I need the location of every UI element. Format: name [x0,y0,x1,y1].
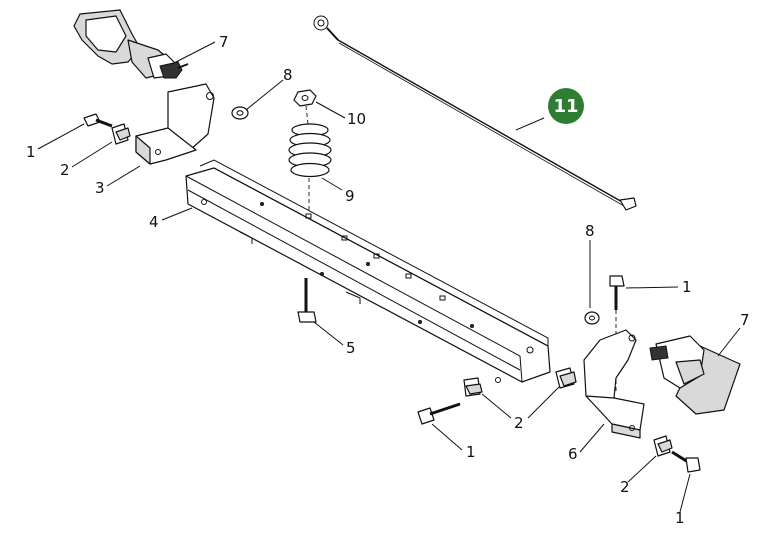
callout-1-upper-right: 1 [682,278,692,296]
callout-7-right: 7 [740,311,750,329]
clip-lower-middle [463,377,483,397]
bolt-lower-right [671,450,701,473]
callout-1-lower: 1 [466,443,476,461]
callout-8-right: 8 [585,222,595,240]
highlight-badge-11: 11 [548,88,584,124]
callout-1-top-left: 1 [26,143,36,161]
leader-lines [37,41,741,513]
clip-lower-right [653,435,673,457]
nut-right [584,311,600,325]
seat-slide-top [73,9,189,79]
clip-middle [555,367,577,389]
spring-9 [288,105,332,212]
clip-top-left [111,123,131,145]
callout-7-top: 7 [219,33,229,51]
nut-top [231,106,249,120]
callout-2-top-left: 2 [60,161,70,179]
callout-9: 9 [345,187,355,205]
main-rail [185,159,551,383]
callout-10: 10 [347,110,366,128]
callout-2-middle: 2 [514,414,524,432]
rod-cable [313,15,637,211]
bolt-upper-right [609,275,625,392]
nut-10 [293,89,317,107]
callout-3: 3 [95,179,105,197]
callout-2-lower-right: 2 [620,478,630,496]
seat-slide-right [649,335,741,415]
callout-5: 5 [346,339,356,357]
bracket-right [583,329,645,439]
bolt-lower [417,402,461,425]
badge-11-label: 11 [553,96,578,117]
screw-5 [297,278,317,323]
callout-4: 4 [149,213,159,231]
callout-labels: 7 8 1 2 3 10 9 4 5 8 1 7 2 1 6 2 1 [26,33,750,527]
callout-1-lower-right: 1 [675,509,685,527]
bolt-top-left [83,113,113,128]
callout-8-top: 8 [283,66,293,84]
callout-6: 6 [568,445,578,463]
bracket-top-left [135,83,215,165]
